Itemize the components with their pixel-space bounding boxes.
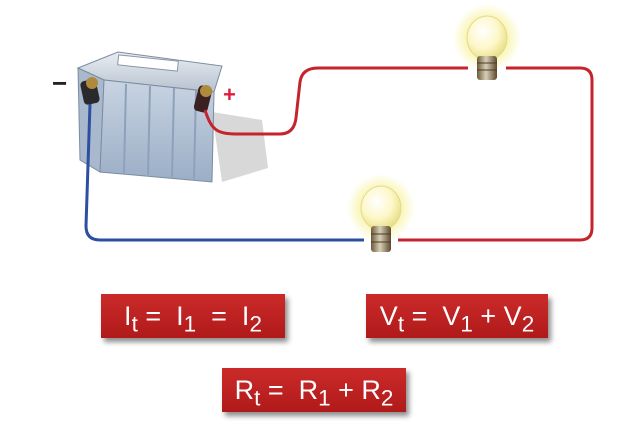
positive-terminal-sign: + bbox=[223, 82, 236, 107]
battery-front bbox=[99, 79, 215, 183]
formula-symbol: R bbox=[234, 375, 255, 405]
voltage-formula-box: Vt = V1 + V2 bbox=[366, 294, 548, 338]
formula-subscript: t bbox=[397, 311, 405, 337]
bulb-2-icon bbox=[347, 174, 415, 252]
positive-clip bbox=[193, 85, 213, 113]
negative-terminal-sign: − bbox=[52, 68, 68, 98]
formula-subscript: 2 bbox=[380, 385, 394, 411]
current-formula-box: It = I1 = I2 bbox=[101, 294, 285, 338]
formula-subscript: 2 bbox=[249, 311, 262, 337]
formula-symbol: I bbox=[124, 301, 132, 331]
formula-operator: = bbox=[137, 301, 177, 331]
formula-operator: = bbox=[260, 375, 299, 405]
formula-symbol: I bbox=[176, 301, 184, 331]
formula-subscript: 2 bbox=[521, 311, 535, 337]
formula-subscript: t bbox=[254, 385, 261, 411]
formula-symbol: V bbox=[442, 301, 461, 331]
formula-symbol: R bbox=[298, 375, 319, 405]
formula-operator: + bbox=[472, 301, 504, 331]
formula-subscript: 1 bbox=[460, 311, 473, 337]
formula-subscript: t bbox=[131, 311, 138, 337]
formula-symbol: I bbox=[241, 301, 250, 331]
formula-symbol: V bbox=[379, 301, 398, 331]
battery-shadow bbox=[212, 112, 268, 182]
formula-symbol: V bbox=[503, 301, 522, 331]
formula-subscript: 1 bbox=[318, 385, 331, 411]
formula-subscript: 1 bbox=[183, 311, 197, 337]
bulb-1-icon bbox=[453, 4, 521, 80]
positive-wire-to-bulb-1 bbox=[203, 66, 468, 136]
formula-symbol: R bbox=[361, 375, 381, 405]
battery-label bbox=[117, 54, 179, 72]
formula-operator: = bbox=[196, 301, 242, 331]
formula-operator: = bbox=[404, 301, 443, 331]
negative-clip bbox=[80, 77, 100, 105]
battery bbox=[76, 51, 223, 183]
resistance-formula-box: Rt = R1 + R2 bbox=[222, 368, 406, 412]
negative-wire bbox=[84, 103, 364, 242]
wire-between-bulbs bbox=[398, 66, 594, 242]
formula-operator: + bbox=[330, 375, 362, 405]
